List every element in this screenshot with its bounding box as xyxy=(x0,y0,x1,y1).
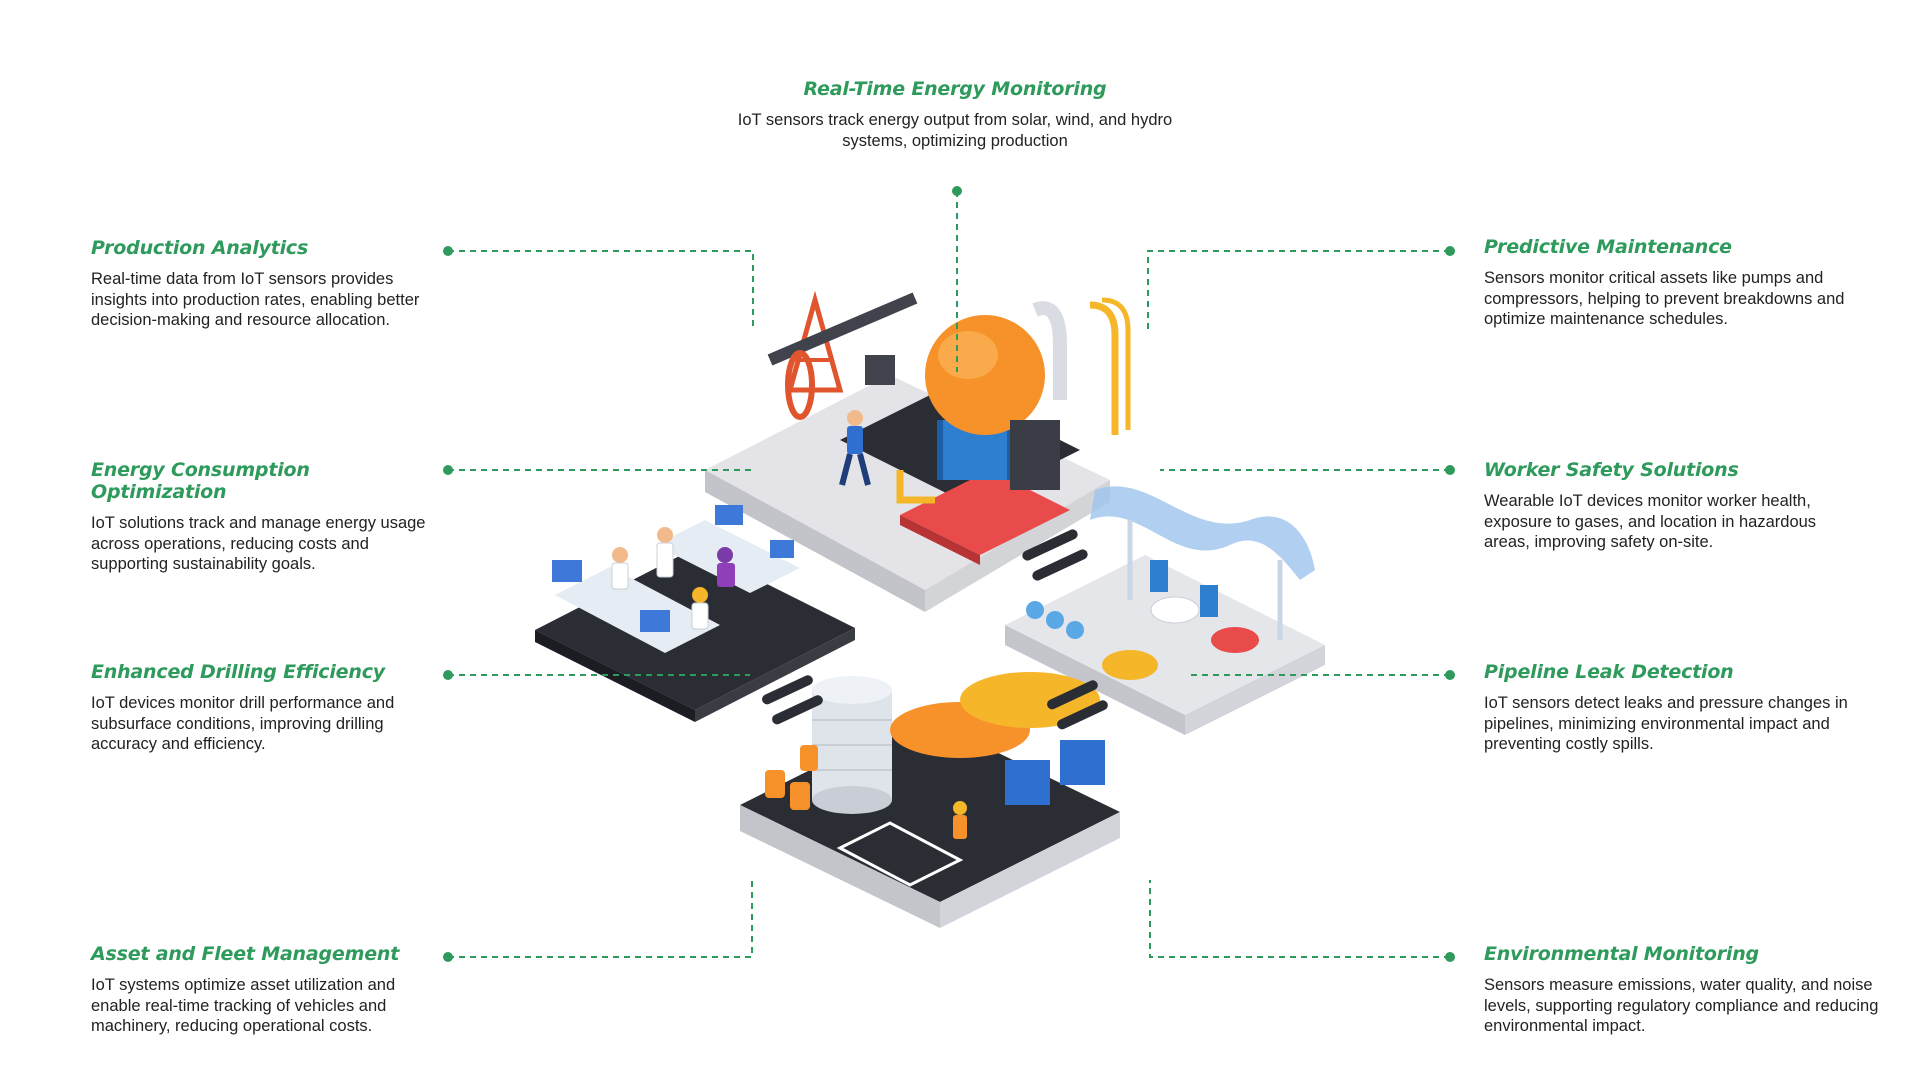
feature-environmental-monitoring: Environmental Monitoring Sensors measure… xyxy=(1484,943,1904,1037)
feature-production-analytics: Production Analytics Real-time data from… xyxy=(91,237,436,331)
feature-title: Predictive Maintenance xyxy=(1484,236,1732,258)
feature-title: Worker Safety Solutions xyxy=(1484,459,1739,481)
tanker-trucks xyxy=(890,672,1105,805)
worker-figure xyxy=(839,410,871,486)
feature-worker-safety-solutions: Worker Safety Solutions Wearable IoT dev… xyxy=(1484,459,1884,553)
feature-energy-consumption-optimization: Energy Consumption Optimization IoT solu… xyxy=(91,459,436,575)
feature-title: Pipeline Leak Detection xyxy=(1484,661,1734,683)
feature-title: Real-Time Energy Monitoring xyxy=(803,78,1107,100)
spherical-tank xyxy=(896,297,1131,504)
trees xyxy=(1026,601,1084,639)
feature-pipeline-leak-detection: Pipeline Leak Detection IoT sensors dete… xyxy=(1484,661,1884,755)
platform-steps xyxy=(762,529,1108,730)
feature-title: Asset and Fleet Management xyxy=(91,943,400,965)
feature-description: IoT solutions track and manage energy us… xyxy=(91,514,426,573)
cars xyxy=(1102,596,1259,680)
feature-description: IoT sensors detect leaks and pressure ch… xyxy=(1484,694,1848,753)
control-room-platform xyxy=(535,505,855,722)
operators xyxy=(611,527,735,630)
storage-fleet-platform xyxy=(740,672,1120,928)
storage-tank xyxy=(812,676,892,814)
barrels xyxy=(765,745,818,810)
feature-description: Wearable IoT devices monitor worker heal… xyxy=(1484,492,1817,551)
feature-real-time-energy-monitoring: Real-Time Energy Monitoring IoT sensors … xyxy=(700,78,1210,151)
feature-description: IoT devices monitor drill performance an… xyxy=(91,694,395,753)
feature-enhanced-drilling-efficiency: Enhanced Drilling Efficiency IoT devices… xyxy=(91,661,436,755)
pumpjack xyxy=(767,290,918,420)
feature-title: Energy Consumption Optimization xyxy=(91,459,310,503)
connectors xyxy=(448,191,1450,958)
feature-description: Real-time data from IoT sensors provides… xyxy=(91,270,420,329)
feature-description: Sensors measure emissions, water quality… xyxy=(1484,976,1879,1035)
feature-asset-and-fleet-management: Asset and Fleet Management IoT systems o… xyxy=(91,943,436,1037)
refinery-platform xyxy=(705,290,1131,612)
feature-title: Environmental Monitoring xyxy=(1484,943,1759,965)
feature-description: IoT systems optimize asset utilization a… xyxy=(91,976,396,1035)
fuel-station-platform xyxy=(1005,486,1325,735)
feature-title: Enhanced Drilling Efficiency xyxy=(91,661,385,683)
feature-predictive-maintenance: Predictive Maintenance Sensors monitor c… xyxy=(1484,236,1884,330)
feature-title: Production Analytics xyxy=(91,237,309,259)
connector-dots xyxy=(443,186,1455,962)
feature-description: IoT sensors track energy output from sol… xyxy=(737,111,1173,150)
feature-description: Sensors monitor critical assets like pum… xyxy=(1484,269,1845,328)
worker-figure-bottom xyxy=(953,801,967,839)
